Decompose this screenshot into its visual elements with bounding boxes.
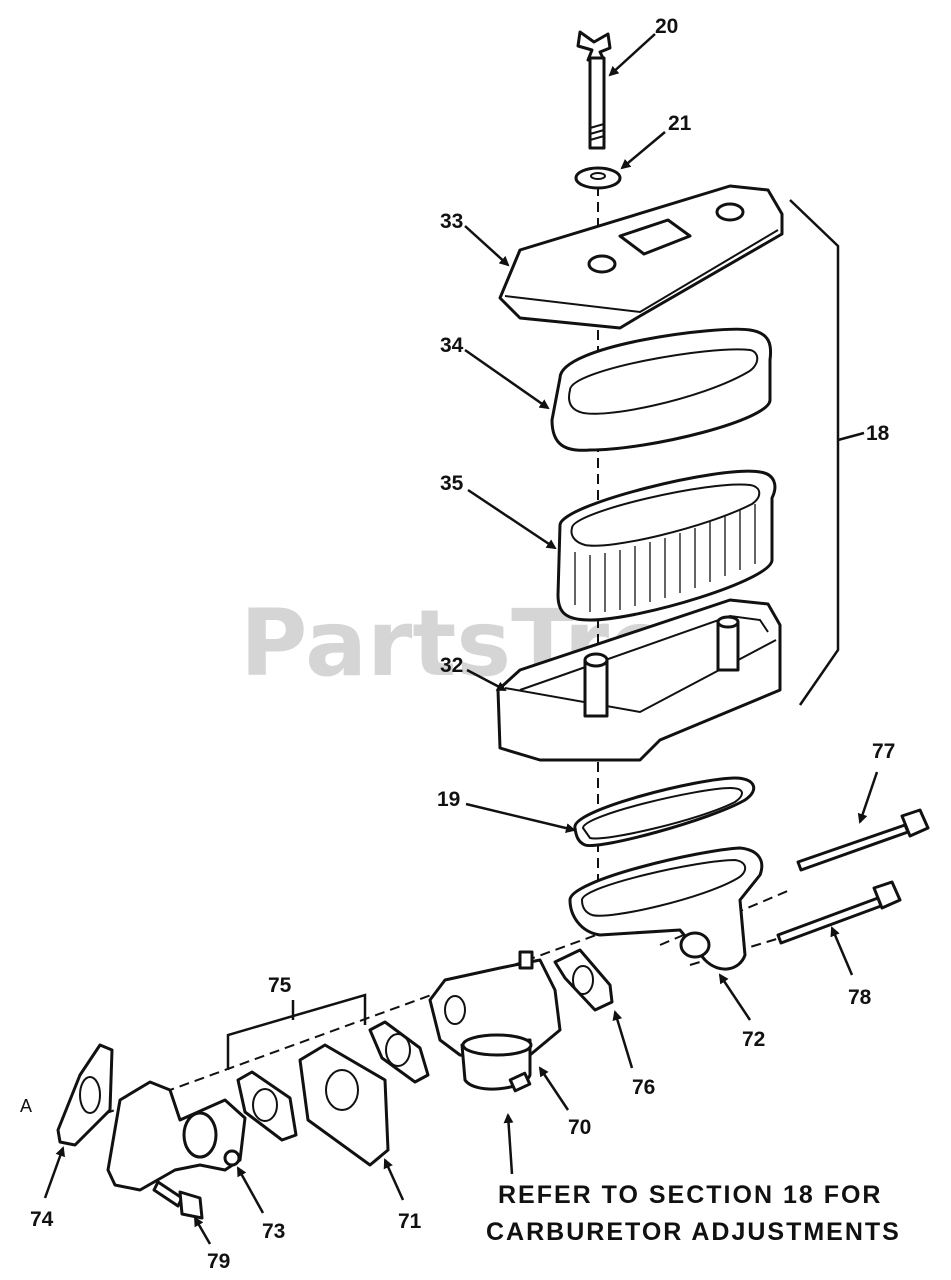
callout-a: A	[20, 1096, 32, 1116]
pre-cleaner-foam-34	[550, 327, 773, 452]
intake-elbow-73	[106, 1080, 247, 1192]
callout-33: 33	[440, 210, 463, 233]
carburetor-70	[428, 950, 562, 1093]
elbow-72	[568, 846, 764, 971]
gasket-19	[573, 776, 756, 848]
heat-shield-71	[298, 1043, 390, 1167]
callout-34: 34	[440, 334, 464, 357]
note-line-2: CARBURETOR ADJUSTMENTS	[486, 1218, 901, 1246]
gasket-75b	[236, 1070, 298, 1142]
bolt-79	[152, 1180, 204, 1220]
callout-75: 75	[268, 974, 292, 997]
callout-73: 73	[262, 1220, 285, 1243]
callout-71: 71	[398, 1210, 422, 1233]
callout-72: 72	[742, 1028, 765, 1051]
callout-76: 76	[632, 1076, 655, 1099]
wing-bolt-20	[576, 30, 612, 150]
callout-20: 20	[655, 15, 678, 38]
callout-79: 79	[207, 1250, 230, 1273]
pleated-filter-35	[556, 469, 777, 622]
callout-77: 77	[872, 740, 895, 763]
bracket-75	[226, 993, 367, 1070]
gasket-74	[56, 1043, 114, 1147]
washer-21	[574, 166, 622, 190]
callout-19: 19	[437, 788, 460, 811]
leader-arrows	[43, 33, 879, 1245]
callout-18: 18	[866, 422, 890, 445]
callout-74: 74	[30, 1208, 54, 1231]
callout-21: 21	[668, 112, 692, 135]
note-line-1: REFER TO SECTION 18 FOR	[498, 1181, 882, 1209]
gasket-75a	[368, 1020, 430, 1084]
air-cleaner-base-32	[496, 598, 782, 762]
bolt-78	[776, 880, 902, 945]
callout-78: 78	[848, 986, 872, 1009]
air-cleaner-cover-33	[498, 184, 784, 330]
callout-70: 70	[568, 1116, 591, 1139]
bolt-77	[796, 808, 930, 872]
callout-35: 35	[440, 472, 464, 495]
callout-32: 32	[440, 654, 463, 677]
gasket-76	[553, 948, 614, 1012]
bracket-18	[789, 199, 840, 706]
